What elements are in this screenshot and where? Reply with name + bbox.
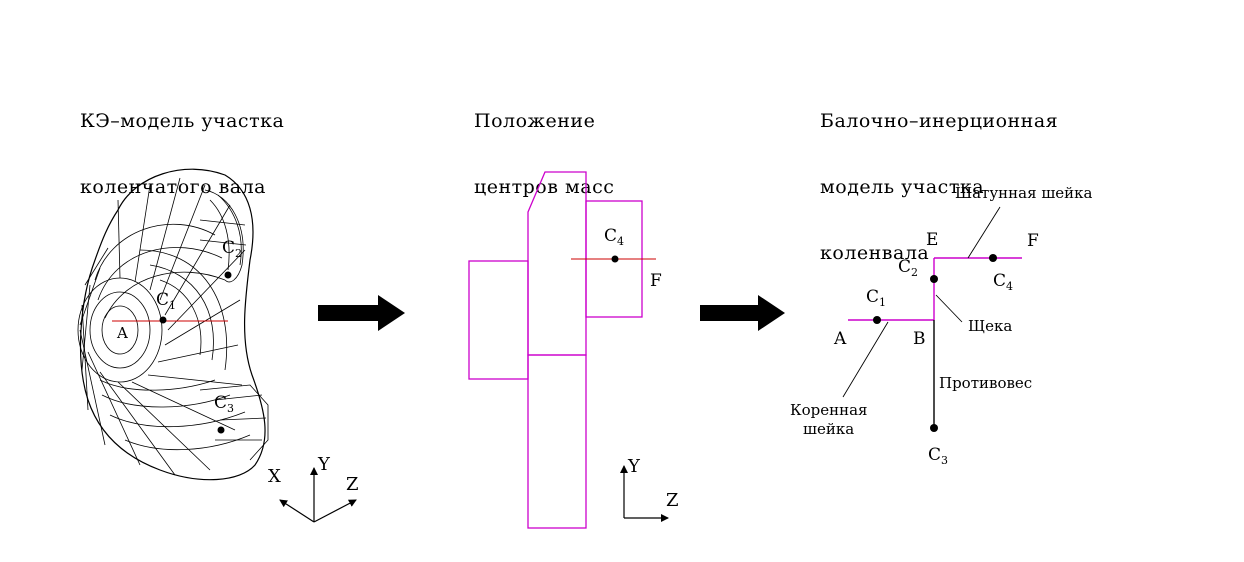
fe-mesh-model bbox=[77, 168, 269, 481]
fe-c3-dot bbox=[217, 426, 225, 434]
main-journal-leader bbox=[842, 321, 889, 398]
beam-e-label: E bbox=[926, 230, 938, 250]
mass-c4-label: C4 bbox=[604, 226, 624, 248]
fe-axis-z-label: Z bbox=[346, 474, 359, 495]
beam-lines bbox=[848, 257, 1022, 428]
beam-c3-label: C3 bbox=[928, 445, 948, 467]
beam-model-title-line-2: модель участка bbox=[820, 176, 985, 198]
fe-a-label: A bbox=[116, 324, 128, 342]
beam-c4-label: C4 bbox=[993, 271, 1013, 293]
web-upper bbox=[527, 171, 587, 356]
fe-axis-triad bbox=[279, 467, 357, 523]
beam-f-label: F bbox=[1027, 231, 1039, 251]
beam-model-title: Балочно–инерционная модель участка колен… bbox=[820, 66, 1058, 308]
mass-centers-title-line-1: Положение bbox=[474, 110, 596, 132]
fe-model-title-line-1: КЭ–модель участка bbox=[80, 110, 285, 132]
beam-model-title-line-1: Балочно–инерционная bbox=[820, 110, 1059, 132]
beam-c2-dot bbox=[930, 275, 938, 283]
fe-c1-dot bbox=[159, 316, 167, 324]
mass-f-label: F bbox=[650, 271, 662, 291]
counterweight-annotation: Противовес bbox=[939, 374, 1032, 392]
beam-model-title-line-3: коленвала bbox=[820, 242, 930, 264]
beam-c2-label: C2 bbox=[898, 257, 918, 279]
mass-axis-pair bbox=[620, 465, 669, 522]
transition-arrow-2 bbox=[700, 295, 785, 331]
main-journal-annotation-line-2: шейка bbox=[803, 420, 854, 438]
fe-c2-label: C2 bbox=[222, 238, 242, 260]
fe-c3-label: C3 bbox=[214, 393, 234, 415]
beam-leaders bbox=[842, 206, 1001, 398]
crankpin-annotation: Шатунная шейка bbox=[955, 184, 1093, 202]
main-journal-rect bbox=[468, 260, 529, 380]
fe-mesh-outline bbox=[79, 168, 266, 481]
mass-axis-y-label: Y bbox=[627, 456, 641, 477]
beam-c3-dot bbox=[930, 424, 938, 432]
beam-c1-label: C1 bbox=[866, 287, 886, 309]
fe-axis-y-label: Y bbox=[317, 454, 331, 475]
transition-arrow-1 bbox=[318, 295, 405, 331]
beam-b-label: B bbox=[913, 329, 926, 349]
beam-c4-dot bbox=[989, 254, 997, 262]
web-leader bbox=[935, 294, 963, 323]
mass-axis-z-label: Z bbox=[666, 490, 679, 511]
main-journal-annotation-line-1: Коренная bbox=[790, 401, 868, 419]
fe-c2-dot bbox=[224, 271, 232, 279]
fe-model-title-line-2: коленчатого вала bbox=[80, 176, 266, 198]
web-annotation: Щека bbox=[968, 317, 1012, 335]
crankpin-leader bbox=[967, 206, 1001, 259]
beam-c1-dot bbox=[873, 316, 881, 324]
fe-model-title: КЭ–модель участка коленчатого вала bbox=[80, 66, 284, 242]
beam-a-label: A bbox=[833, 329, 847, 349]
mass-centers-outline bbox=[468, 171, 643, 529]
counterweight-rect bbox=[527, 354, 587, 529]
beam-points bbox=[873, 254, 997, 432]
mass-c4-dot bbox=[611, 255, 619, 263]
fe-c1-label: C1 bbox=[156, 290, 176, 312]
fe-points bbox=[159, 271, 232, 434]
fe-axis-x-label: X bbox=[268, 466, 281, 487]
